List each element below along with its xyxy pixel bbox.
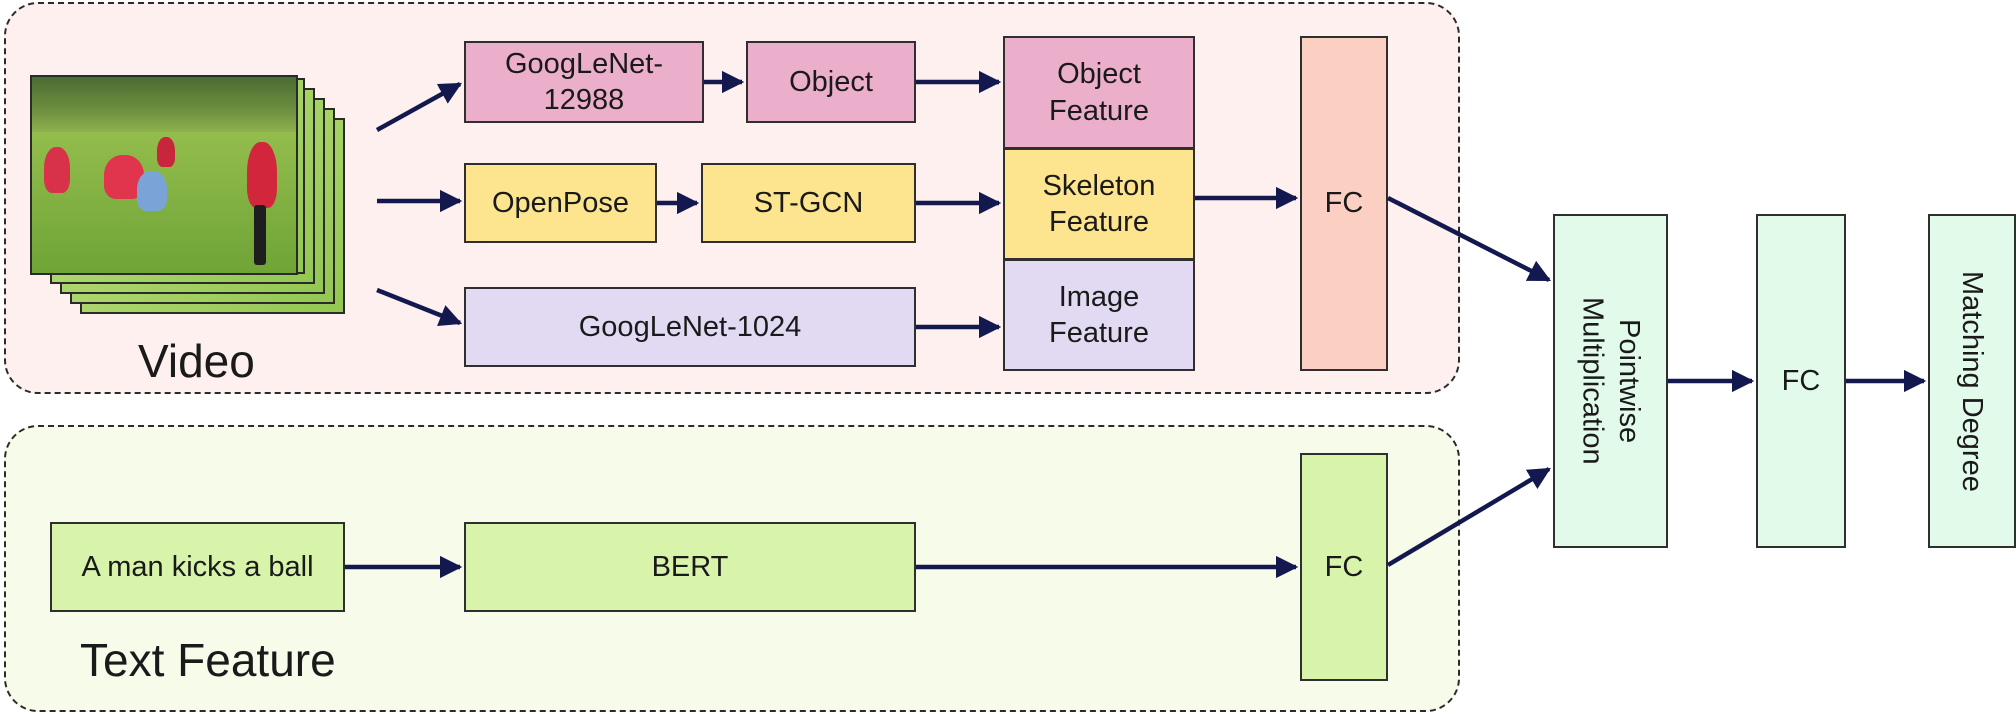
text-feature-label: Text Feature [80, 634, 336, 686]
pointwise-multiplication-node: Pointwise Multiplication [1553, 214, 1668, 548]
openpose-node: OpenPose [464, 163, 657, 243]
fc-final-node: FC [1756, 214, 1846, 548]
object-node: Object [746, 41, 916, 123]
text-input-node: A man kicks a ball [50, 522, 345, 612]
video-label: Video [138, 335, 255, 387]
skeleton-feature-node: Skeleton Feature [1003, 148, 1195, 260]
googlenet-1024-node: GoogLeNet-1024 [464, 287, 916, 367]
arrow-video-to-googlenet-12988 [375, 82, 462, 132]
fc-text-node: FC [1300, 453, 1388, 681]
fc-video-node: FC [1300, 36, 1388, 371]
video-frame-image [30, 75, 298, 275]
st-gcn-node: ST-GCN [701, 163, 916, 243]
arrow-video-to-googlenet-1024 [376, 287, 463, 326]
image-feature-node: Image Feature [1003, 259, 1195, 371]
googlenet-12988-node: GoogLeNet- 12988 [464, 41, 704, 123]
matching-degree-node: Matching Degree [1928, 214, 2016, 548]
arrow-fc-text-to-pointwise [1386, 467, 1551, 567]
bert-node: BERT [464, 522, 916, 612]
arrow-fc-video-to-pointwise [1386, 195, 1552, 283]
